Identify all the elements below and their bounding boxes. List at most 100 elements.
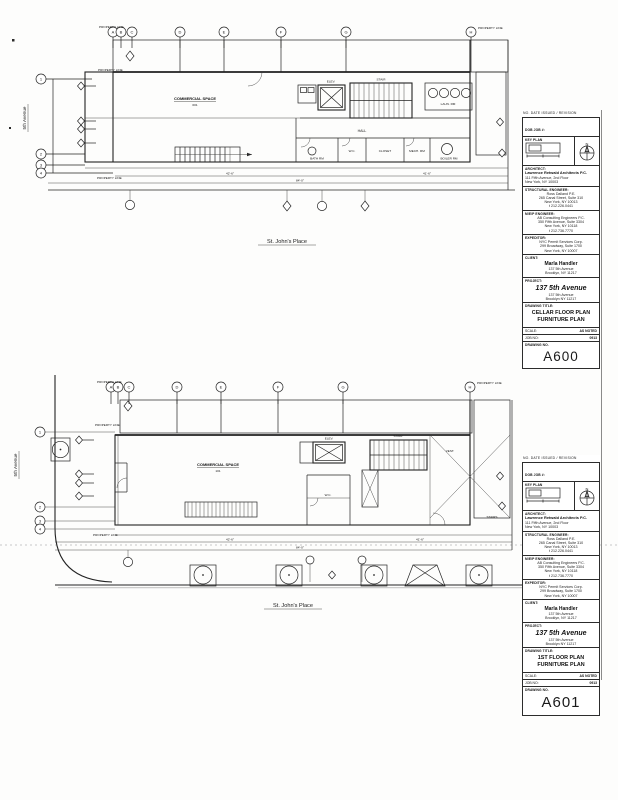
sheet-title-line1: 1ST FLOOR PLAN (537, 655, 585, 662)
grid-bubble-label: 1 (39, 430, 42, 435)
scale-row: SCALE: AS NOTED (523, 673, 599, 680)
dim-text: 42'-6" (226, 538, 234, 542)
dim-text: 41'-6" (423, 172, 431, 176)
grid-bubble-label: C (131, 30, 134, 35)
scale-row: SCALE: AS NOTED (523, 328, 599, 335)
room-label-stair: STAIR (394, 434, 404, 438)
room-label-vest: VEST. (446, 449, 455, 453)
street-name-bottom: St. John's Place (264, 603, 322, 610)
grid-bubble-label: F (280, 30, 283, 35)
dimension-strings: 42'-6" 41'-6" 84'-0" (48, 167, 515, 212)
svg-text:COMMERCIAL SPACE: COMMERCIAL SPACE (174, 96, 216, 101)
grid-bubble-label: G (341, 385, 344, 390)
row-grid-bubbles-left: 1 2 3 4 PROPERTY LINE PROPERTY LINE 5th … (22, 68, 123, 180)
key-plan-row: KEY PLAN N (523, 482, 599, 511)
grid-bubble-label: B (117, 385, 120, 390)
elevator-and-stair: ELEV. STAIR (297, 78, 413, 119)
hatch-tag-diamond (125, 50, 135, 62)
svg-text:5th Avenue: 5th Avenue (13, 453, 18, 476)
client-name: Marla Handler (544, 260, 578, 267)
drawing-title-section: DRAWING TITLE: CELLAR FLOOR PLAN FURNITU… (523, 303, 599, 328)
architect-section: ARCHITECT: Lawrence Retwald Architects P… (523, 511, 599, 532)
lot-lines-left (45, 375, 115, 583)
grid-bubble-label: F (277, 385, 280, 390)
grid-bubble-label: G (344, 30, 347, 35)
grid-bubble-label: 4 (40, 171, 43, 176)
room-label-stair: STAIR (377, 78, 387, 82)
first-floor-plan-drawing: A B C D E F G H PROPERTY LINE PROPERTY L… (0, 375, 618, 610)
svg-text:N: N (586, 487, 589, 492)
mep-engineer-section: M/E/P ENGINEER: AB Consulting Engineers … (523, 556, 599, 580)
titleblock-a600: NO. DATE ISSUED / REVISION DOB JOB #: KE… (522, 110, 600, 369)
elevator-and-stair: ELEV. STAIR W.C. VEST. (299, 434, 455, 508)
grid-bubble-label: 2 (40, 152, 43, 157)
dim-text: 84'-0" (296, 179, 304, 183)
cellar-hatch-doors (404, 564, 446, 587)
drawing-title-section: DRAWING TITLE: 1ST FLOOR PLAN FURNITURE … (523, 648, 599, 673)
room-label-closet: CLOSET (379, 149, 391, 153)
sheet-title-line2: FURNITURE PLAN (537, 316, 585, 323)
drawing-number-section: DRAWING NO. A600 (523, 342, 599, 368)
stairs-label: STAIRS (487, 515, 498, 519)
key-plan-row: KEY PLAN N (523, 137, 599, 166)
property-line-label: PROPERTY LINE (478, 26, 503, 30)
street-name-left: 5th Avenue (13, 451, 20, 479)
laundry-room: LAUN. RM (424, 82, 473, 111)
room-label-wc: W.C. (349, 149, 356, 153)
architect-section: ARCHITECT: Lawrence Retwald Architects P… (523, 166, 599, 187)
space-number: 001 (192, 103, 197, 107)
key-plan-label: KEY PLAN (525, 138, 543, 142)
structural-engineer-section: STRUCTURAL ENGINEER: Ross Dalland P.E. 2… (523, 187, 599, 211)
street-name-left: 5th Avenue (22, 104, 29, 132)
key-plan-thumbnail (525, 142, 561, 158)
svg-text:St. John's Place: St. John's Place (267, 239, 307, 245)
sheet-title-line2: FURNITURE PLAN (537, 661, 585, 668)
column-grid-bubbles-top: A B C D E F G H PROPERTY LINE PROPERTY L… (99, 25, 503, 72)
hatch-tag-diamond (123, 400, 133, 412)
scan-specks (9, 39, 15, 129)
issue-revision-header: NO. DATE ISSUED / REVISION (523, 456, 577, 460)
client-section: CLIENT: Marla Handler 137 5th Avenue Bro… (523, 255, 599, 278)
dim-text: 42'-6" (226, 172, 234, 176)
cellar-stair-center (174, 146, 252, 163)
project-section: PROJECT: 137 5th Avenue 137 5th Avenue B… (523, 623, 599, 649)
right-side-tags: STAIRS (487, 471, 506, 519)
key-plan-label: KEY PLAN (525, 483, 543, 487)
grid-bubble-label: 1 (40, 77, 43, 82)
svg-text:St. John's Place: St. John's Place (273, 603, 313, 609)
room-label-bath: BATH RM (310, 157, 324, 161)
rear-yard-hatch (119, 399, 511, 519)
sidewalk-and-street (55, 555, 558, 589)
grid-bubble-label: 3 (39, 519, 42, 524)
room-label-laundry: LAUN. RM (441, 102, 456, 106)
grid-bubble-label: 4 (39, 527, 42, 532)
property-line-label: PROPERTY LINE (97, 380, 122, 384)
grid-bubble-label: D (179, 30, 182, 35)
dim-text: 84'-0" (296, 546, 304, 550)
sheet-title-line1: CELLAR FLOOR PLAN (531, 310, 591, 317)
dob-number-row: DOB JOB #: (525, 128, 545, 132)
sheet-number: A600 (543, 348, 579, 364)
property-line-label: PROPERTY LINE (97, 176, 122, 180)
project-name: 137 5th Avenue (535, 629, 587, 637)
grid-bubble-label: H (469, 385, 472, 390)
property-line-label: PROPERTY LINE (99, 25, 124, 29)
job-number-row: JOB NO: 0913 (523, 680, 599, 687)
space-number: 101 (215, 469, 220, 473)
row-grid-bubbles-left: 1 2 3 4 PROPERTY LINE PROPERTY LINE 5th … (13, 423, 120, 537)
grid-bubble-label: 3 (40, 163, 43, 168)
room-label-hall: HALL (358, 129, 367, 133)
sheet-number: A601 (541, 693, 581, 711)
structural-engineer-section: STRUCTURAL ENGINEER: Ross Dalland P.E. 2… (523, 532, 599, 556)
grid-bubble-label: A (110, 385, 113, 390)
svg-text:5th Avenue: 5th Avenue (22, 106, 27, 129)
north-arrow-icon: N (579, 142, 595, 161)
svg-text:N: N (586, 142, 589, 147)
grid-bubble-label: E (223, 30, 226, 35)
grid-bubble-label: C (128, 385, 131, 390)
client-section: CLIENT: Marla Handler 137 5th Avenue Bro… (523, 600, 599, 623)
key-plan-thumbnail (525, 487, 561, 503)
dimension-strings: 42'-6" 41'-6" 84'-0" (55, 534, 512, 567)
grid-bubble-label: 2 (39, 505, 42, 510)
